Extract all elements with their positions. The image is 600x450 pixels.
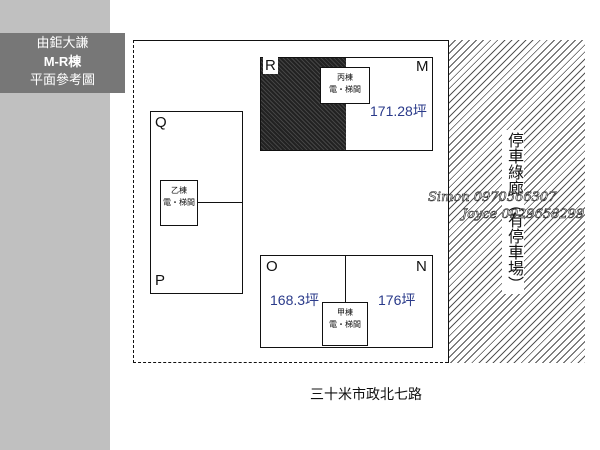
label-m: M bbox=[416, 58, 429, 75]
stair-rm: 丙棟電・梯間 bbox=[320, 67, 370, 104]
area-n: 176坪 bbox=[378, 292, 416, 308]
divider-on bbox=[345, 255, 346, 305]
label-p: P bbox=[155, 272, 166, 289]
area-rm: 171.28坪 bbox=[370, 103, 427, 119]
site-boundary bbox=[133, 40, 448, 363]
label-r: R bbox=[263, 57, 278, 74]
divider-qp bbox=[196, 202, 242, 203]
title-line3: 平面參考圖 bbox=[29, 73, 95, 88]
area-o: 168.3坪 bbox=[270, 292, 320, 308]
title-line1: 由鉅大謙 bbox=[36, 36, 89, 51]
road-label: 三十米市政北七路 bbox=[310, 387, 422, 403]
label-q: Q bbox=[155, 114, 167, 131]
stair-qp: 乙棟電・梯間 bbox=[160, 180, 198, 226]
contact-2: Joyce 0929658299 bbox=[462, 207, 585, 223]
label-o: O bbox=[266, 258, 278, 275]
title-box: 由鉅大謙 M-R棟 平面參考圖 bbox=[0, 33, 125, 93]
parking-label: 停車綠廊（有停車場） bbox=[502, 130, 524, 294]
title-line2: M-R棟 bbox=[43, 54, 82, 69]
contact-1: Simon 0970566307 bbox=[428, 190, 557, 206]
label-n: N bbox=[416, 258, 427, 275]
stair-on: 甲棟電・梯間 bbox=[322, 302, 368, 346]
